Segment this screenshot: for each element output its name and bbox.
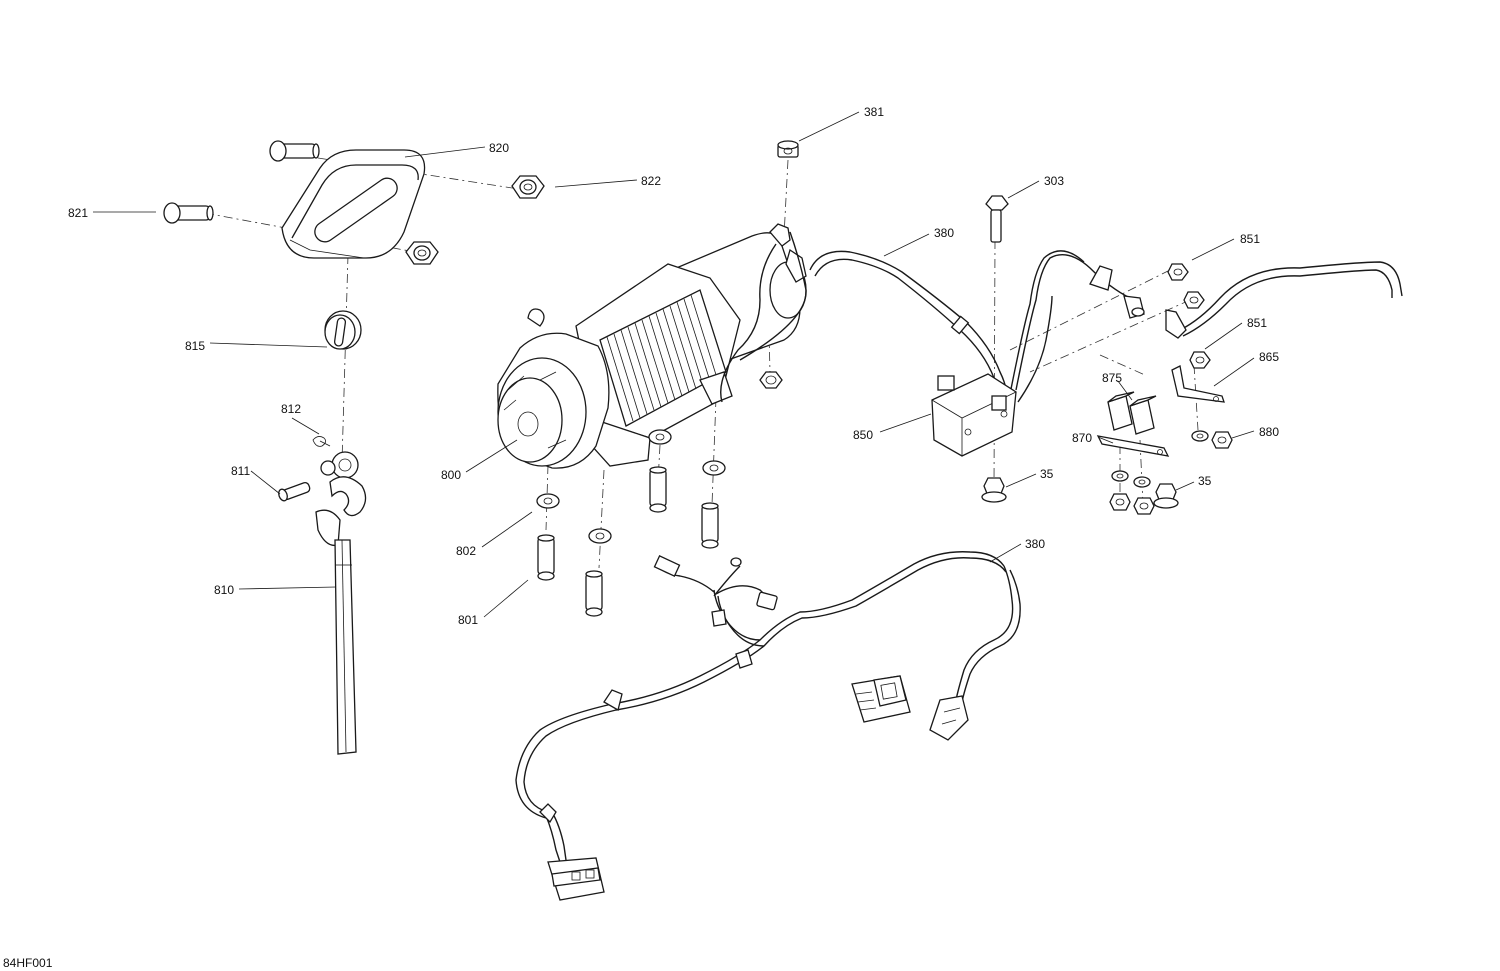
winch-washer-middle bbox=[588, 528, 612, 544]
callout-821: 821 bbox=[68, 206, 88, 220]
fairlead-nut-lower bbox=[405, 241, 439, 265]
winch-washer-rear1 bbox=[648, 429, 672, 445]
callout-820: 820 bbox=[489, 141, 509, 155]
callout-802: 802 bbox=[456, 544, 476, 558]
callout-870: 870 bbox=[1072, 431, 1092, 445]
callout-801: 801 bbox=[458, 613, 478, 627]
nut-870-b bbox=[1133, 497, 1155, 515]
rocker-switch bbox=[851, 675, 911, 723]
hook-strap bbox=[315, 451, 367, 755]
winch-cable-loop bbox=[720, 231, 807, 403]
fairlead-nut-upper bbox=[511, 175, 545, 199]
callout-labels: 381 820 822 821 303 380 851 815 851 865 … bbox=[68, 105, 1279, 627]
winch-body bbox=[497, 223, 807, 469]
callout-380-upper: 380 bbox=[934, 226, 954, 240]
solenoid-850 bbox=[931, 373, 1017, 457]
callout-851-b: 851 bbox=[1247, 316, 1267, 330]
winch-washer-rear2 bbox=[702, 460, 726, 476]
winch-bolt-front bbox=[537, 534, 555, 581]
nut-851-b bbox=[1183, 291, 1205, 309]
relay-bracket-870 bbox=[1096, 435, 1170, 457]
leader-lines bbox=[93, 111, 1255, 618]
winch-bolt-rear2 bbox=[701, 502, 719, 549]
hook-pin bbox=[278, 481, 311, 502]
callout-380-lower: 380 bbox=[1025, 537, 1045, 551]
hook-clip bbox=[312, 436, 331, 447]
callout-811: 811 bbox=[231, 464, 250, 478]
bolt-303 bbox=[985, 195, 1009, 243]
power-cable-380-upper bbox=[809, 250, 1403, 417]
fairlead-bolt-upper bbox=[269, 140, 320, 162]
washer-880-a bbox=[1191, 430, 1209, 442]
flange-nut-35-solenoid bbox=[981, 477, 1007, 503]
callout-810: 810 bbox=[214, 583, 234, 597]
callout-812: 812 bbox=[281, 402, 301, 416]
fairlead-plate bbox=[281, 149, 426, 259]
callout-303: 303 bbox=[1044, 174, 1064, 188]
callout-35-relay: 35 bbox=[1198, 474, 1212, 488]
callout-880: 880 bbox=[1259, 425, 1279, 439]
winch-washer-front bbox=[536, 493, 560, 509]
bracket-865 bbox=[1171, 365, 1225, 403]
callout-35-solenoid: 35 bbox=[1040, 467, 1054, 481]
callout-865: 865 bbox=[1259, 350, 1279, 364]
diagram-code: 84HF001 bbox=[3, 956, 53, 970]
hook-stopper bbox=[324, 310, 362, 350]
flange-nut-35-relay bbox=[1153, 483, 1179, 509]
callout-850: 850 bbox=[853, 428, 873, 442]
fairlead-bolt-lower bbox=[163, 202, 214, 224]
washer-870-a bbox=[1111, 470, 1129, 482]
control-harness-380-lower bbox=[515, 551, 1021, 901]
callout-851-a: 851 bbox=[1240, 232, 1260, 246]
winch-bolt-middle bbox=[585, 570, 603, 617]
callout-381: 381 bbox=[864, 105, 884, 119]
washer-870-b bbox=[1133, 476, 1151, 488]
nut-880 bbox=[1211, 431, 1233, 449]
nut-851-c bbox=[1189, 351, 1211, 369]
cap-nut-381 bbox=[777, 140, 799, 158]
callout-815: 815 bbox=[185, 339, 205, 353]
callout-822: 822 bbox=[641, 174, 661, 188]
nut-870-a bbox=[1109, 493, 1131, 511]
callout-875: 875 bbox=[1102, 371, 1122, 385]
callout-800: 800 bbox=[441, 468, 461, 482]
nut-851-a bbox=[1167, 263, 1189, 281]
relay-875 bbox=[1107, 391, 1157, 435]
winch-bolt-rear1 bbox=[649, 466, 667, 513]
